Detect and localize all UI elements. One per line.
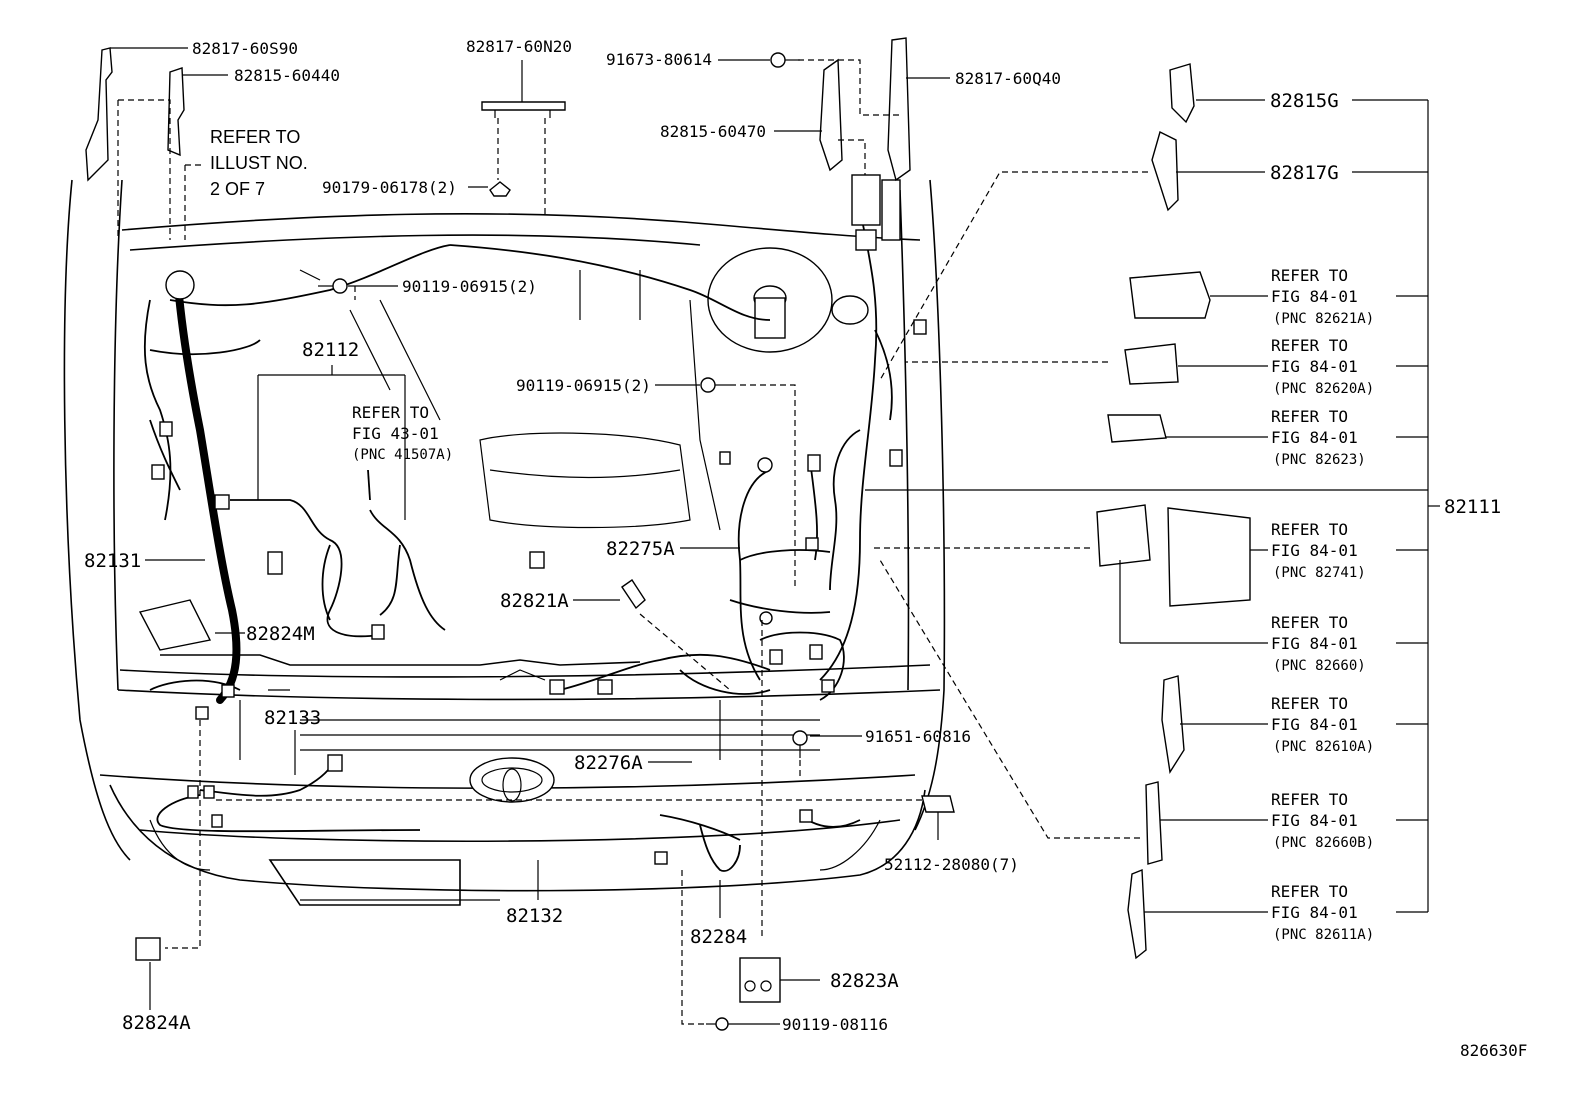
dashed-guides xyxy=(117,59,1148,1025)
label-82112: 82112 xyxy=(302,339,359,361)
refer-line2: FIG 84-01 xyxy=(1271,811,1358,830)
refer-fig43-line1: REFER TO xyxy=(352,403,429,422)
refer-line1: REFER TO xyxy=(1271,694,1348,713)
label-90119-06915-lower: 90119-06915(2) xyxy=(516,376,651,395)
label-82823A: 82823A xyxy=(830,970,899,992)
refer-item-82660B: REFER TO FIG 84-01 (PNC 82660B) xyxy=(1271,790,1374,851)
brackets xyxy=(85,37,955,1031)
refer-line1: REFER TO xyxy=(1271,407,1348,426)
leader-lines xyxy=(110,47,1440,1025)
label-90119-08116: 90119-08116 xyxy=(782,1015,888,1034)
vehicle-body xyxy=(63,179,946,906)
refer-line2: FIG 84-01 xyxy=(1271,903,1358,922)
label-82817-60N20: 82817-60N20 xyxy=(466,37,572,56)
label-82815-60440: 82815-60440 xyxy=(234,66,340,85)
label-82821A: 82821A xyxy=(500,590,569,612)
refer-line1: REFER TO xyxy=(1271,613,1348,632)
label-82133: 82133 xyxy=(264,707,321,729)
label-91651-60816: 91651-60816 xyxy=(865,727,971,746)
refer-pnc: (PNC 82741) xyxy=(1273,565,1366,581)
refer-line2: FIG 84-01 xyxy=(1271,357,1358,376)
refer-illust-line2: ILLUST NO. xyxy=(210,153,308,173)
refer-line1: REFER TO xyxy=(1271,266,1348,285)
harness-wires xyxy=(143,209,893,872)
label-82817G: 82817G xyxy=(1270,162,1339,184)
label-82132: 82132 xyxy=(506,905,563,927)
refer-pnc: (PNC 82620A) xyxy=(1273,381,1374,397)
refer-line2: FIG 84-01 xyxy=(1271,634,1358,653)
refer-item-82620A: REFER TO FIG 84-01 (PNC 82620A) xyxy=(1271,336,1374,397)
refer-line2: FIG 84-01 xyxy=(1271,541,1358,560)
diagram-id: 826630F xyxy=(1460,1041,1527,1060)
label-82276A: 82276A xyxy=(574,752,643,774)
refer-pnc: (PNC 82610A) xyxy=(1273,739,1374,755)
label-82131: 82131 xyxy=(84,550,141,572)
label-82815G: 82815G xyxy=(1270,90,1339,112)
label-82275A: 82275A xyxy=(606,538,675,560)
label-82815-60470: 82815-60470 xyxy=(660,122,766,141)
refer-line2: FIG 84-01 xyxy=(1271,428,1358,447)
refer-line1: REFER TO xyxy=(1271,520,1348,539)
refer-line1: REFER TO xyxy=(1271,790,1348,809)
label-82817-60S90: 82817-60S90 xyxy=(192,39,298,58)
connectors xyxy=(138,174,927,865)
refer-pnc: (PNC 82611A) xyxy=(1273,927,1374,943)
refer-illust-line3: 2 OF 7 xyxy=(210,179,265,199)
label-82111: 82111 xyxy=(1444,496,1501,518)
part-labels: 82817-60S90 82815-60440 82817-60N20 9167… xyxy=(84,37,1527,1060)
refer-pnc: (PNC 82660B) xyxy=(1273,835,1374,851)
refer-line1: REFER TO xyxy=(1271,336,1348,355)
refer-item-82623: REFER TO FIG 84-01 (PNC 82623) xyxy=(1271,407,1366,468)
right-side-parts xyxy=(1096,63,1251,960)
refer-line2: FIG 84-01 xyxy=(1271,715,1358,734)
refer-pnc: (PNC 82621A) xyxy=(1273,311,1374,327)
toyota-emblem-icon xyxy=(469,757,555,803)
label-90179-06178: 90179-06178(2) xyxy=(322,178,457,197)
label-82817-60Q40: 82817-60Q40 xyxy=(955,69,1061,88)
label-82824M: 82824M xyxy=(246,623,315,645)
refer-item-82660: REFER TO FIG 84-01 (PNC 82660) xyxy=(1271,613,1366,674)
refer-item-82610A: REFER TO FIG 84-01 (PNC 82610A) xyxy=(1271,694,1374,755)
refer-pnc: (PNC 82660) xyxy=(1273,658,1366,674)
refer-line1: REFER TO xyxy=(1271,882,1348,901)
label-82284: 82284 xyxy=(690,926,747,948)
label-90119-06915-upper: 90119-06915(2) xyxy=(402,277,537,296)
refer-fig43-pnc: (PNC 41507A) xyxy=(352,447,453,463)
refer-item-82621A: REFER TO FIG 84-01 (PNC 82621A) xyxy=(1271,266,1374,327)
refer-item-82741: REFER TO FIG 84-01 (PNC 82741) xyxy=(1271,520,1366,581)
label-82824A: 82824A xyxy=(122,1012,191,1034)
label-91673-80614: 91673-80614 xyxy=(606,50,712,69)
refer-item-82611A: REFER TO FIG 84-01 (PNC 82611A) xyxy=(1271,882,1374,943)
refer-fig43-line2: FIG 43-01 xyxy=(352,424,439,443)
refer-line2: FIG 84-01 xyxy=(1271,287,1358,306)
label-52112-28080: 52112-28080(7) xyxy=(884,855,1019,874)
refer-illust-line1: REFER TO xyxy=(210,127,300,147)
refer-pnc: (PNC 82623) xyxy=(1273,452,1366,468)
